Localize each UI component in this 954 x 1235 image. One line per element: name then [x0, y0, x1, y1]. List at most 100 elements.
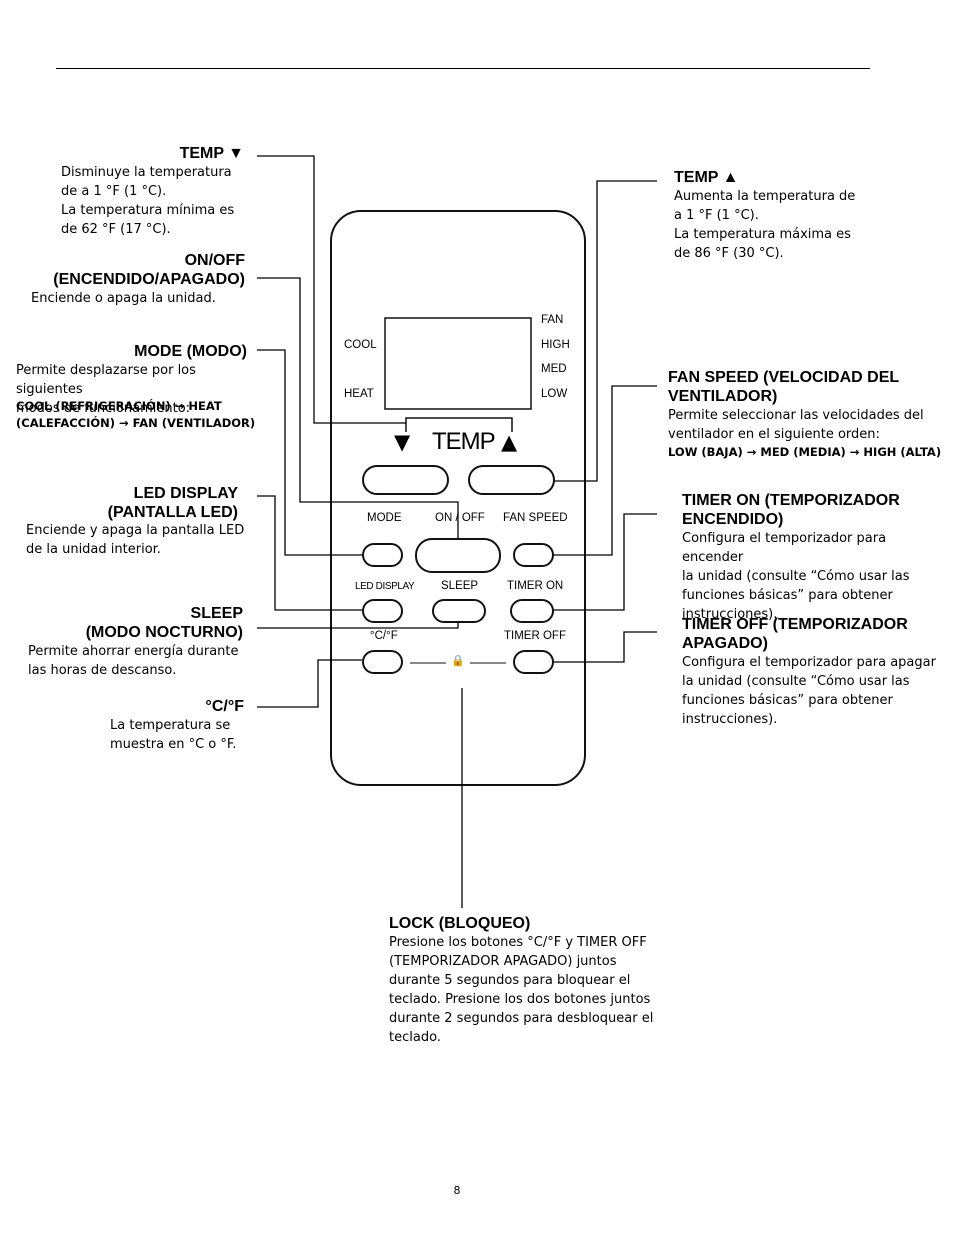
leader-mode — [257, 349, 362, 556]
text-line: la unidad (consulte “Cómo usar las — [682, 674, 910, 689]
timer-off-button[interactable] — [513, 650, 554, 674]
timer-on-title: TIMER ON (TEMPORIZADOR ENCENDIDO) — [682, 491, 942, 529]
timer-off-description: Configura el temporizador para apagar la… — [682, 653, 950, 729]
timer-off-label: TIMER OFF — [504, 630, 566, 642]
title-line: (ENCENDIDO/APAGADO) — [53, 271, 245, 288]
text-line: La temperatura máxima es — [674, 227, 851, 242]
title-line: (PANTALLA LED) — [107, 504, 238, 521]
cf-title: °C/°F — [205, 698, 244, 715]
lock-icon: 🔒 — [451, 654, 465, 667]
title-line: (MODO NOCTURNO) — [85, 624, 243, 641]
text-line: durante 5 segundos para bloquear el — [389, 973, 631, 988]
title-line: ENCENDIDO) — [682, 511, 784, 528]
leader-onoff — [257, 277, 459, 538]
leader-fan-speed — [553, 385, 657, 556]
text-line: funciones básicas” para obtener — [682, 588, 893, 603]
text-line: Enciende o apaga la unidad. — [31, 291, 216, 306]
led-title: LED DISPLAY (PANTALLA LED) — [40, 484, 238, 522]
led-display-button[interactable] — [362, 599, 403, 623]
text-line: modos de funcionamiento: — [16, 401, 191, 416]
text-line: Permite seleccionar las velocidades del — [668, 408, 924, 423]
remote-body — [330, 210, 586, 786]
onoff-button[interactable] — [415, 538, 501, 573]
display-fan: FAN — [541, 314, 564, 326]
text-line: Configura el temporizador para encender — [682, 531, 887, 565]
title-line: TIMER ON (TEMPORIZADOR — [682, 492, 900, 509]
timer-on-label: TIMER ON — [507, 580, 564, 592]
led-display-label: LED DISPLAY — [355, 581, 415, 592]
sleep-title: SLEEP (MODO NOCTURNO) — [40, 604, 243, 642]
lcd-screen — [384, 317, 532, 410]
title-line: FAN SPEED (VELOCIDAD DEL — [668, 369, 900, 386]
timer-on-description: Configura el temporizador para encender … — [682, 529, 950, 624]
text-line: Permite ahorrar energía durante — [28, 644, 239, 659]
leader-timer-on — [553, 513, 657, 611]
timer-on-button[interactable] — [510, 599, 554, 623]
text-line: muestra en °C o °F. — [110, 737, 237, 752]
leader-temp-down — [257, 155, 406, 424]
mode-label: MODE — [367, 512, 402, 524]
text-line: de 62 °F (17 °C). — [61, 222, 171, 237]
temp-up-button[interactable] — [468, 465, 555, 495]
text-line: teclado. — [389, 1030, 441, 1045]
leader-temp-up — [553, 180, 657, 482]
temp-label: TEMP — [432, 428, 496, 455]
fan-speed-sequence: LOW (BAJA) → MED (MEDIA) → HIGH (ALTA) — [668, 444, 948, 461]
leader-sleep — [257, 620, 459, 629]
temp-up-arrow-icon: ▲ — [501, 430, 518, 454]
text-line: ventilador en el siguiente orden: — [668, 427, 880, 442]
sleep-button[interactable] — [432, 599, 486, 623]
top-rule — [56, 68, 870, 69]
cf-description: La temperatura se muestra en °C o °F. — [110, 716, 260, 754]
text-line: de la unidad interior. — [26, 542, 161, 557]
leader-timer-off — [553, 631, 657, 663]
cf-label: °C/°F — [370, 630, 398, 642]
text-line: Configura el temporizador para apagar — [682, 655, 936, 670]
text-line: La temperatura se — [110, 718, 231, 733]
text-line: durante 2 segundos para desbloquear el — [389, 1011, 654, 1026]
title-line: APAGADO) — [682, 635, 768, 652]
temp-bracket — [405, 417, 513, 432]
temp-down-arrow-icon: ▼ — [394, 430, 411, 454]
text-line: Disminuye la temperatura — [61, 165, 232, 180]
text-line: la unidad (consulte “Cómo usar las — [682, 569, 910, 584]
onoff-description: Enciende o apaga la unidad. — [31, 289, 261, 308]
text-line: funciones básicas” para obtener — [682, 693, 893, 708]
fan-speed-title: FAN SPEED (VELOCIDAD DEL VENTILADOR) — [668, 368, 938, 406]
text-line: LOW (BAJA) → MED (MEDIA) → HIGH (ALTA) — [668, 445, 942, 459]
temp-up-title: TEMP ▲ — [674, 169, 739, 186]
text-line: a 1 °F (1 °C). — [674, 208, 759, 223]
temp-down-button[interactable] — [362, 465, 449, 495]
led-description: Enciende y apaga la pantalla LED de la u… — [26, 521, 261, 559]
text-line: COOL (REFRIGERACIÓN) → HEAT — [16, 399, 222, 413]
text-line: las horas de descanso. — [28, 663, 177, 678]
text-line: teclado. Presione los dos botones juntos — [389, 992, 651, 1007]
leader-cf — [257, 659, 362, 708]
text-line: Enciende y apaga la pantalla LED — [26, 523, 245, 538]
text-line: instrucciones). — [682, 607, 778, 622]
mode-button[interactable] — [362, 543, 403, 567]
fan-speed-description: Permite seleccionar las velocidades del … — [668, 406, 943, 444]
text-line: de 86 °F (30 °C). — [674, 246, 784, 261]
title-line: VENTILADOR) — [668, 388, 778, 405]
text-line: Presione los botones °C/°F y TIMER OFF — [389, 935, 647, 950]
page-number: 8 — [453, 1184, 461, 1197]
sleep-description: Permite ahorrar energía durante las hora… — [28, 642, 263, 680]
text-line: Permite desplazarse por los siguientes — [16, 363, 196, 397]
sleep-label: SLEEP — [441, 580, 479, 592]
text-line: de a 1 °F (1 °C). — [61, 184, 167, 199]
text-line: Aumenta la temperatura de — [674, 189, 856, 204]
cf-button[interactable] — [362, 650, 403, 674]
fan-speed-label: FAN SPEED — [503, 512, 568, 524]
text-line: La temperatura mínima es — [61, 203, 235, 218]
timer-off-title: TIMER OFF (TEMPORIZADOR APAGADO) — [682, 615, 942, 653]
text-line: (CALEFACCIÓN) → FAN (VENTILADOR) — [16, 416, 256, 430]
leader-led — [257, 495, 362, 611]
mode-sequence: COOL (REFRIGERACIÓN) → HEAT (CALEFACCIÓN… — [16, 398, 266, 432]
title-line: SLEEP — [190, 605, 243, 622]
fan-speed-button[interactable] — [513, 543, 554, 567]
display-cool: COOL — [344, 339, 377, 351]
display-med: MED — [541, 363, 567, 375]
title-line: TIMER OFF (TEMPORIZADOR — [682, 616, 908, 633]
